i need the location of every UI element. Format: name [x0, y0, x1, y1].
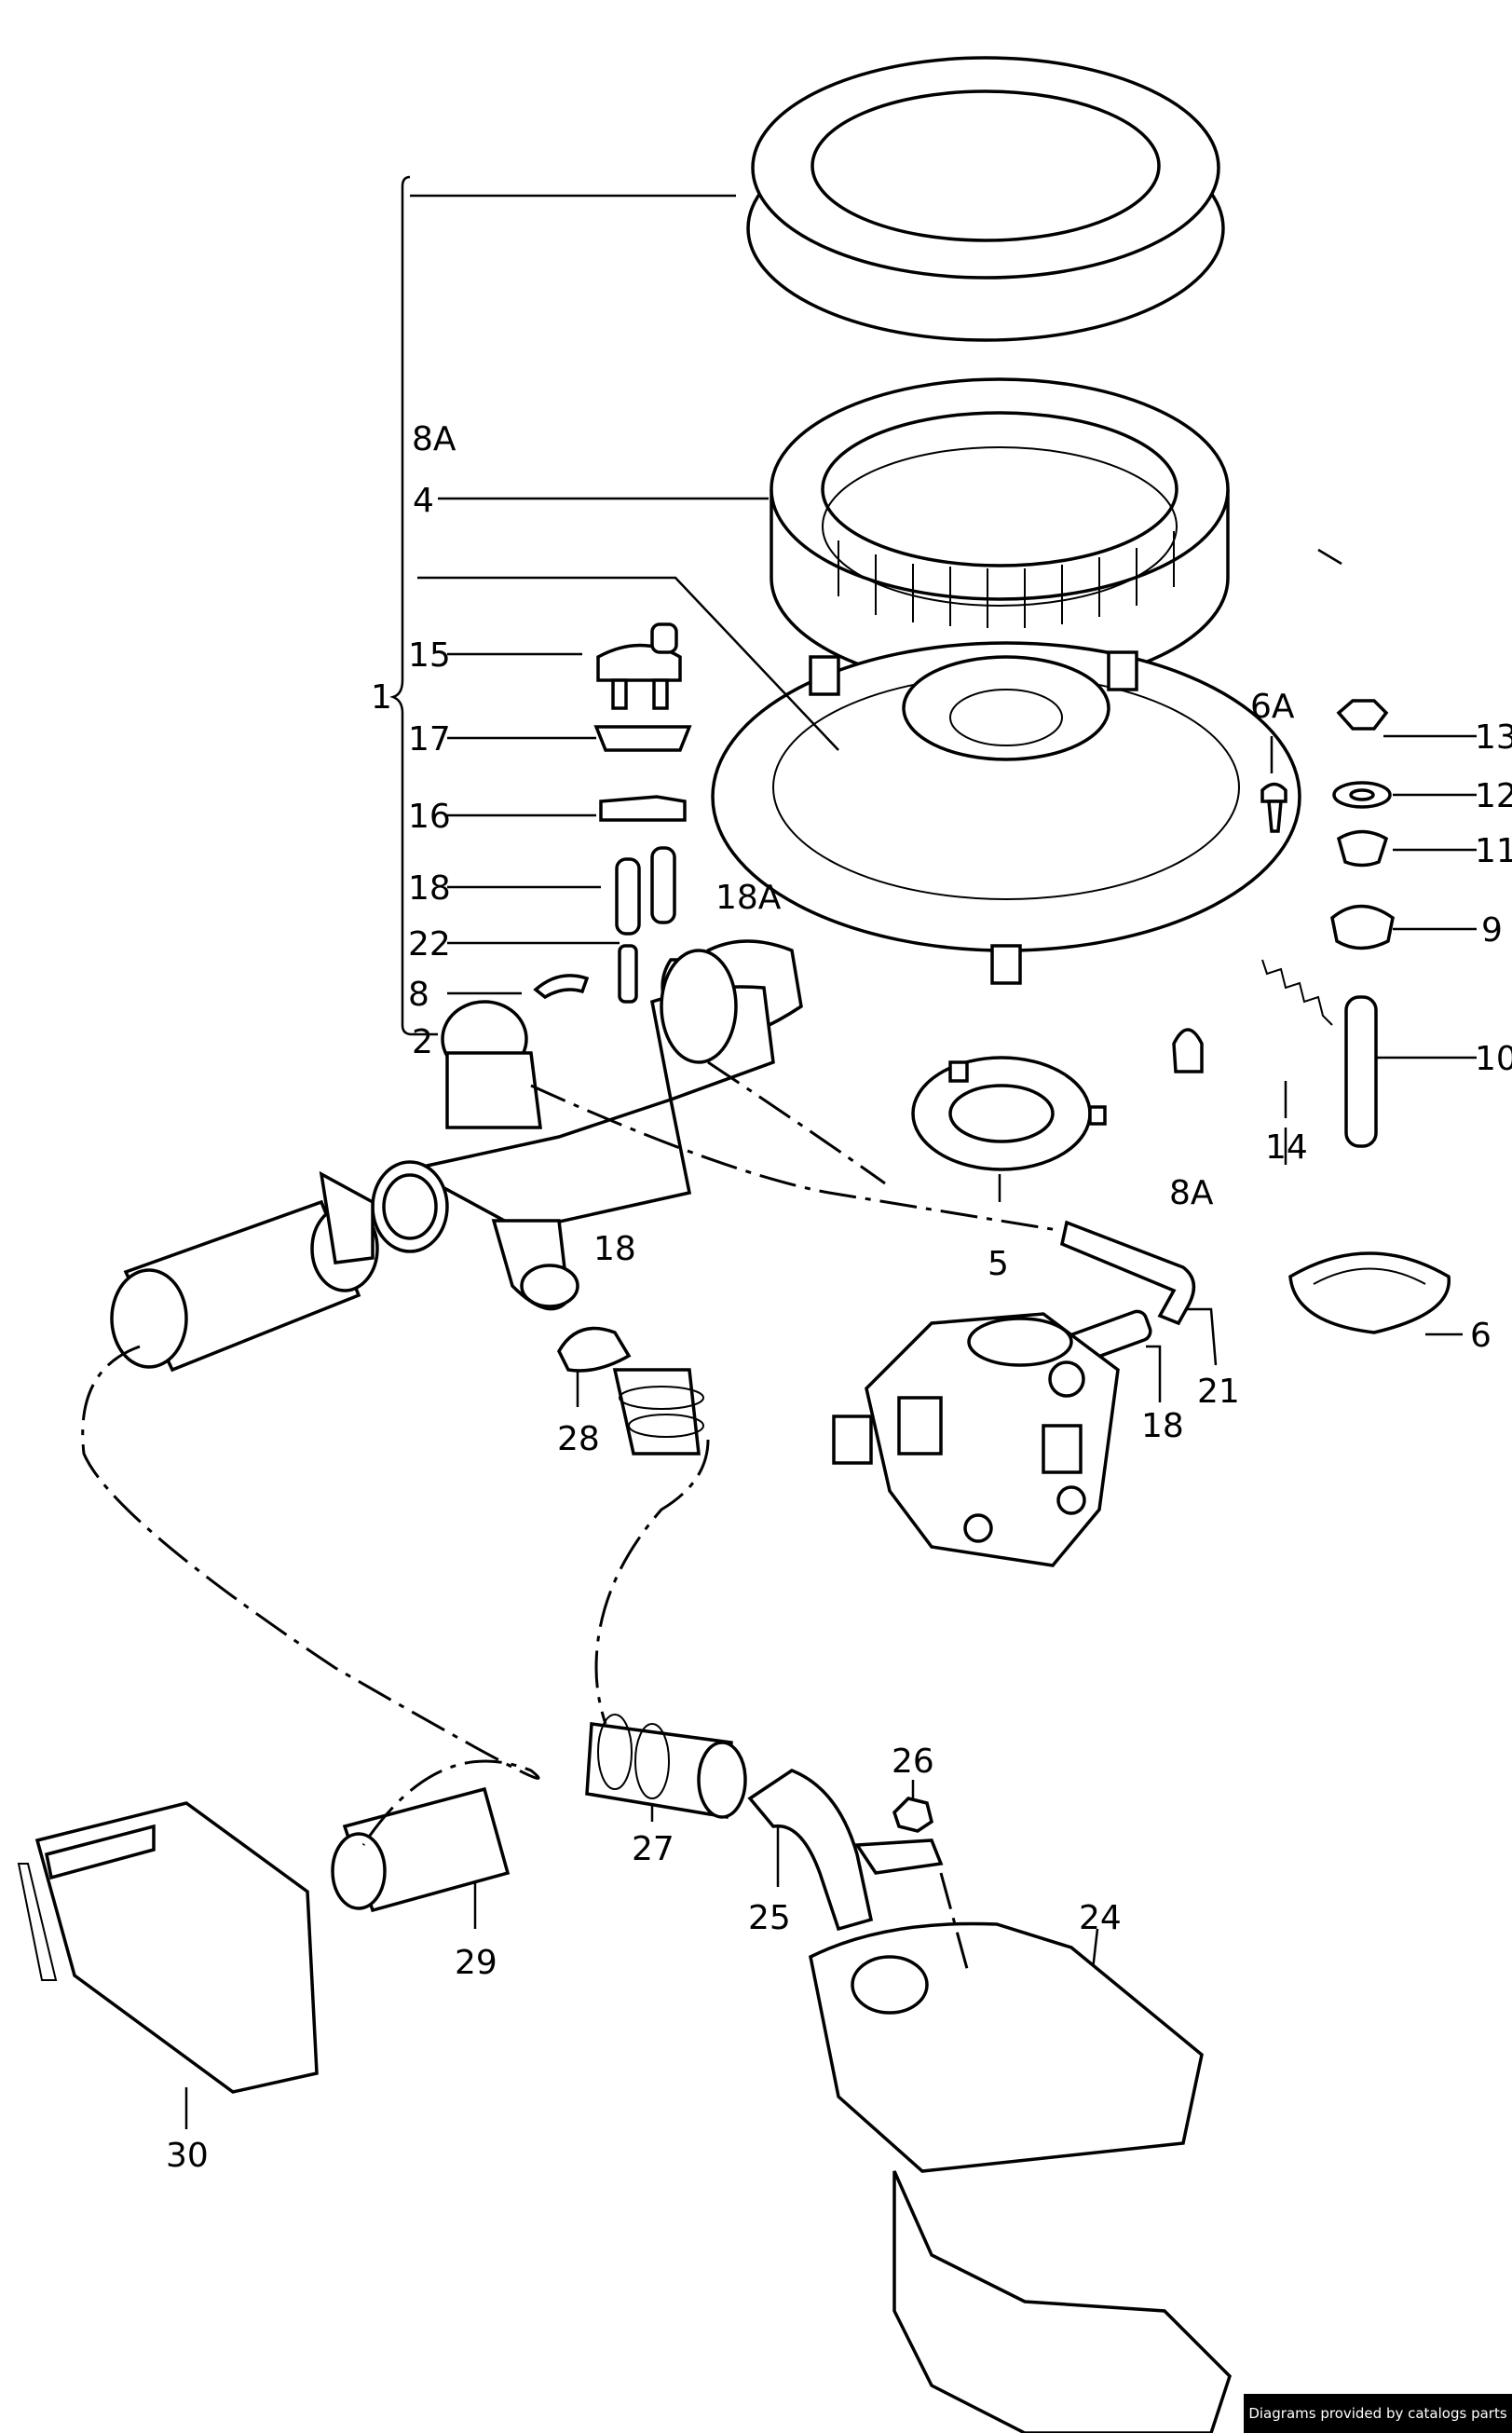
callout-8: 8: [408, 976, 429, 1014]
callout-8A-bottom: 8A: [1169, 1174, 1214, 1212]
callout-5: 5: [988, 1245, 1009, 1283]
thermostat-valve: [371, 949, 775, 1311]
small-parts-stack: [533, 622, 692, 1004]
callout-26: 26: [892, 1743, 934, 1781]
callout-12: 12: [1475, 777, 1512, 815]
callout-18-left: 18: [408, 869, 451, 908]
callout-15: 15: [408, 636, 451, 675]
callout-6A: 6A: [1250, 688, 1295, 726]
callout-1: 1: [371, 678, 392, 717]
callout-25: 25: [748, 1899, 791, 1937]
callout-18-right: 18: [1141, 1407, 1184, 1445]
carburetor: [832, 1312, 1120, 1567]
callout-21: 21: [1197, 1373, 1240, 1411]
callout-8A-top: 8A: [412, 420, 456, 458]
callout-13: 13: [1475, 718, 1512, 757]
callout-22: 22: [408, 925, 451, 964]
callout-24: 24: [1079, 1899, 1122, 1937]
lower-intake: [17, 1714, 1232, 2433]
seal-ring: [911, 1056, 1107, 1171]
group-1-brace: [389, 175, 438, 1036]
callout-16: 16: [408, 798, 451, 836]
callout-4: 4: [413, 482, 434, 520]
right-small-parts: [1172, 699, 1451, 1334]
callout-11: 11: [1475, 832, 1512, 870]
callout-2: 2: [412, 1023, 433, 1061]
callout-17: 17: [408, 720, 451, 759]
credit-badge: Diagrams provided by catalogs parts: [1244, 2394, 1512, 2433]
air-cleaner-lid: [746, 56, 1225, 342]
callout-10: 10: [1475, 1040, 1512, 1078]
callout-29: 29: [455, 1944, 497, 1982]
filter-element: [770, 377, 1230, 690]
intake-hose: [110, 1170, 379, 1373]
routing-lines: [81, 1060, 1058, 1976]
callout-18A: 18A: [715, 879, 782, 917]
callout-labels: 8A 4 15 1 17 16 18 18A 22 8 2 18 5 6A 13…: [166, 420, 1512, 2175]
callout-14: 14: [1265, 1128, 1308, 1167]
callout-30: 30: [166, 2137, 209, 2175]
hose-21: [1059, 1220, 1196, 1326]
callout-28: 28: [557, 1420, 600, 1458]
callout-9: 9: [1481, 911, 1503, 950]
callout-18-mid: 18: [593, 1230, 636, 1268]
hose-28: [557, 1326, 704, 1456]
callout-27: 27: [632, 1830, 674, 1868]
callout-6: 6: [1470, 1317, 1492, 1355]
